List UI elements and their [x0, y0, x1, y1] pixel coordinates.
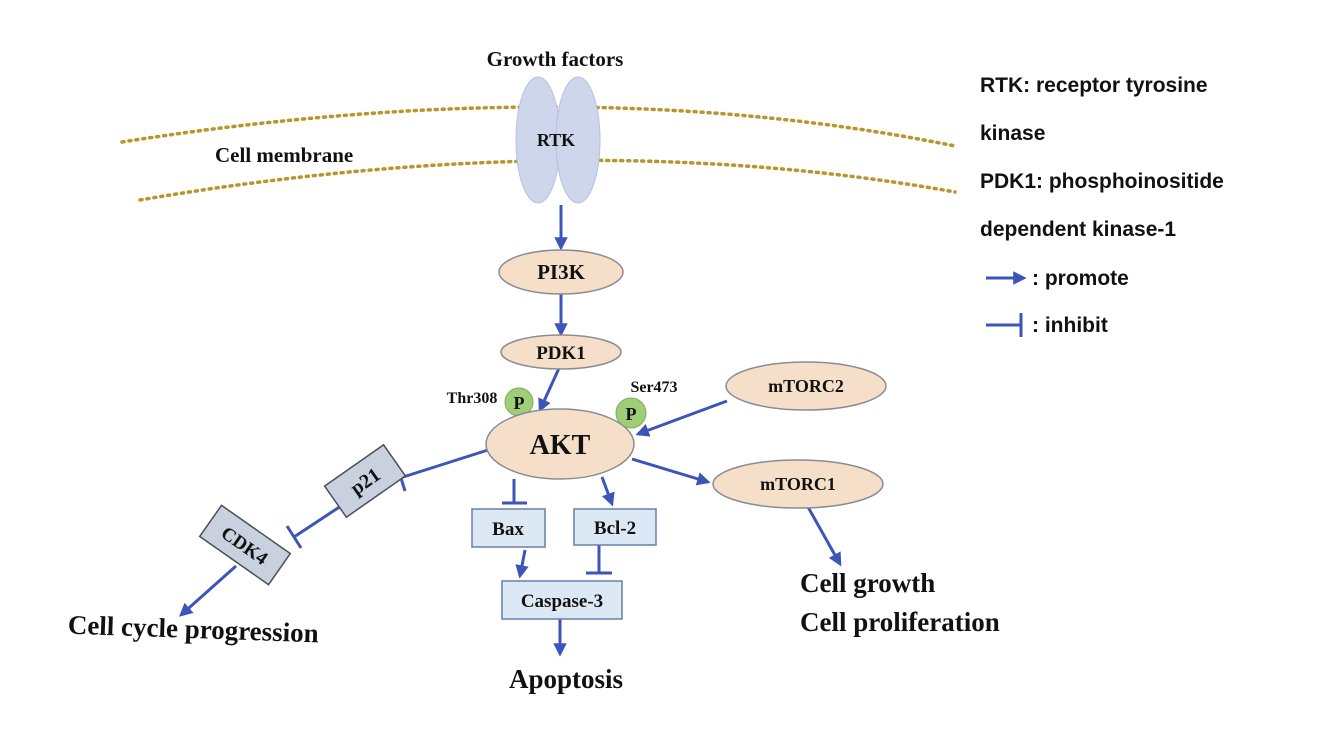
- caspase3-node: Caspase-3: [501, 580, 623, 620]
- pdk1-node: PDK1: [500, 334, 622, 370]
- legend: RTK: receptor tyrosine kinase PDK1: phos…: [980, 74, 1224, 337]
- cell-cycle-progression-label: Cell cycle progression: [67, 610, 319, 649]
- cell-proliferation-label: Cell proliferation: [800, 607, 1000, 637]
- growth-factors-label: Growth factors: [487, 47, 624, 71]
- edge-mtorc1-growth: [806, 506, 842, 567]
- edge-akt-bcl2: [600, 476, 615, 507]
- membrane-outer-line: [120, 105, 957, 148]
- mtorc2-label: mTORC2: [768, 376, 844, 396]
- pi3k-label: PI3K: [537, 260, 586, 284]
- mtorc2-node: mTORC2: [725, 361, 887, 411]
- rtk-label: RTK: [537, 130, 575, 150]
- legend-promote-label: : promote: [1032, 267, 1129, 290]
- legend-rtk-line1: RTK: receptor tyrosine: [980, 74, 1208, 97]
- akt-node: AKT: [485, 408, 635, 480]
- edge-akt-p21: [399, 448, 489, 480]
- bcl2-node: Bcl-2: [573, 508, 657, 546]
- ser473-label: Ser473: [630, 379, 677, 396]
- p21-node: p21: [323, 443, 407, 519]
- rtk-receptor: RTK: [515, 76, 601, 204]
- edge-mtorc2-akt: [635, 399, 728, 437]
- cell-growth-label: Cell growth: [800, 568, 935, 598]
- pdk1-label: PDK1: [536, 343, 586, 364]
- edge-cdk4-cellcycle: [178, 564, 237, 617]
- akt-label: AKT: [530, 430, 591, 461]
- edge-p21-cdk4: [293, 500, 348, 539]
- mtorc1-label: mTORC1: [760, 474, 836, 494]
- edge-akt-mtorc1: [631, 457, 711, 486]
- cell-membrane-label: Cell membrane: [215, 143, 353, 167]
- bax-label: Bax: [492, 519, 524, 540]
- phospho-thr308: P Thr308: [447, 387, 534, 417]
- cdk4-node: CDK4: [198, 504, 292, 586]
- bax-node: Bax: [471, 508, 546, 548]
- legend-inhibit-label: : inhibit: [1032, 314, 1108, 337]
- phospho-p-label: P: [626, 404, 637, 424]
- caspase3-label: Caspase-3: [521, 591, 603, 612]
- edge-p21-cdk4-bar: [285, 525, 303, 549]
- legend-pdk1-line1: PDK1: phosphoinositide: [980, 170, 1224, 193]
- edges: [178, 205, 842, 657]
- legend-rtk-line2: kinase: [980, 122, 1045, 145]
- bcl2-label: Bcl-2: [594, 518, 636, 539]
- thr308-label: Thr308: [447, 390, 498, 407]
- phospho-p-label: P: [514, 393, 525, 413]
- mtorc1-node: mTORC1: [712, 459, 884, 509]
- edge-bax-caspase3: [515, 549, 529, 579]
- pi3k-node: PI3K: [498, 249, 624, 295]
- phospho-ser473: P Ser473: [615, 379, 678, 429]
- edge-pdk1-akt: [538, 365, 562, 413]
- apoptosis-label: Apoptosis: [509, 664, 623, 694]
- legend-pdk1-line2: dependent kinase-1: [980, 218, 1176, 241]
